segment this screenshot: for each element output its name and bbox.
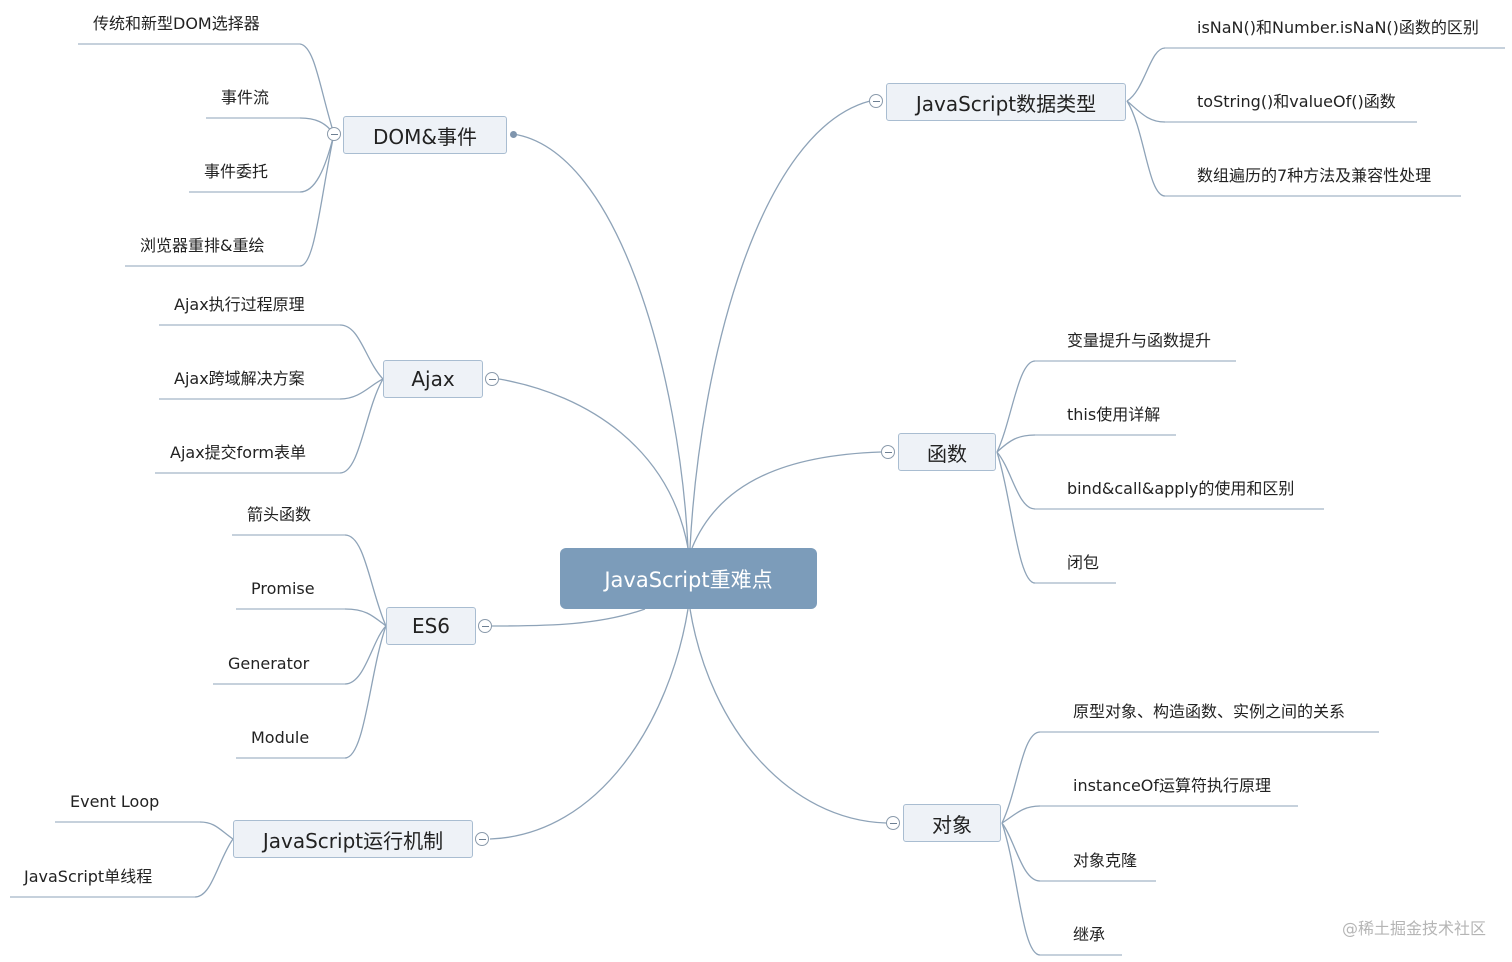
collapse-toggle-es6[interactable] [478, 619, 492, 633]
leaf-dom-selectors[interactable]: 传统和新型DOM选择器 [93, 14, 260, 33]
leaf-generator[interactable]: Generator [228, 654, 310, 673]
connector-root-dom [512, 133, 689, 549]
leaf-single-thread[interactable]: JavaScript单线程 [24, 867, 153, 886]
leaf-bind-call-apply[interactable]: bind&call&apply的使用和区别 [1067, 479, 1295, 498]
branch-es6[interactable]: ES6 [386, 607, 476, 645]
branch-runtime[interactable]: JavaScript运行机制 [233, 820, 473, 858]
leaf-instanceof[interactable]: instanceOf运算符执行原理 [1073, 776, 1272, 795]
leaf-ajax-cors[interactable]: Ajax跨域解决方案 [174, 369, 305, 388]
leaf-tostring-valueof[interactable]: toString()和valueOf()函数 [1197, 92, 1396, 111]
leaf-ajax-form[interactable]: Ajax提交form表单 [170, 443, 306, 462]
branch-data-types[interactable]: JavaScript数据类型 [886, 83, 1126, 121]
connector-root-runtime [489, 608, 689, 840]
branch-functions[interactable]: 函数 [898, 433, 996, 471]
leaf-isnan[interactable]: isNaN()和Number.isNaN()函数的区别 [1197, 18, 1479, 37]
collapse-toggle-data-types[interactable] [869, 94, 883, 108]
collapse-toggle-ajax[interactable] [485, 372, 499, 386]
collapse-toggle-runtime[interactable] [475, 832, 489, 846]
leaf-arrow-function[interactable]: 箭头函数 [247, 505, 312, 524]
leaf-event-flow[interactable]: 事件流 [221, 88, 270, 107]
connector-root-es6 [491, 608, 646, 627]
branch-ajax[interactable]: Ajax [383, 360, 483, 398]
collapse-toggle-functions[interactable] [881, 445, 895, 459]
collapse-toggle-objects[interactable] [886, 816, 900, 830]
connector-root-objects [689, 608, 887, 824]
leaf-hoisting[interactable]: 变量提升与函数提升 [1067, 331, 1212, 350]
leaf-reflow-repaint[interactable]: 浏览器重排&重绘 [140, 236, 265, 255]
leaf-inheritance[interactable]: 继承 [1073, 925, 1106, 944]
leaf-closure[interactable]: 闭包 [1067, 553, 1100, 572]
watermark: @稀土掘金技术社区 [1341, 919, 1486, 938]
leaf-module[interactable]: Module [251, 728, 310, 747]
leaf-promise[interactable]: Promise [251, 579, 315, 598]
connector-root-functions [691, 451, 882, 549]
leaf-prototype-relations[interactable]: 原型对象、构造函数、实例之间的关系 [1073, 702, 1346, 721]
root-topic[interactable]: JavaScript重难点 [560, 548, 817, 609]
collapse-toggle-dom-events[interactable] [327, 127, 341, 141]
leaf-object-clone[interactable]: 对象克隆 [1073, 851, 1138, 870]
leaf-event-delegation[interactable]: 事件委托 [204, 162, 269, 181]
leaf-event-loop[interactable]: Event Loop [70, 792, 160, 811]
leaf-array-traversal[interactable]: 数组遍历的7种方法及兼容性处理 [1197, 166, 1432, 185]
branch-dom-events[interactable]: DOM&事件 [343, 116, 507, 154]
branch-objects[interactable]: 对象 [903, 804, 1001, 842]
leaf-ajax-process[interactable]: Ajax执行过程原理 [174, 295, 305, 314]
leaf-this[interactable]: this使用详解 [1067, 405, 1161, 424]
connector-root-datatypes [689, 100, 871, 549]
connector-root-ajax [498, 378, 689, 549]
connector-dot-dom-events [510, 131, 517, 138]
